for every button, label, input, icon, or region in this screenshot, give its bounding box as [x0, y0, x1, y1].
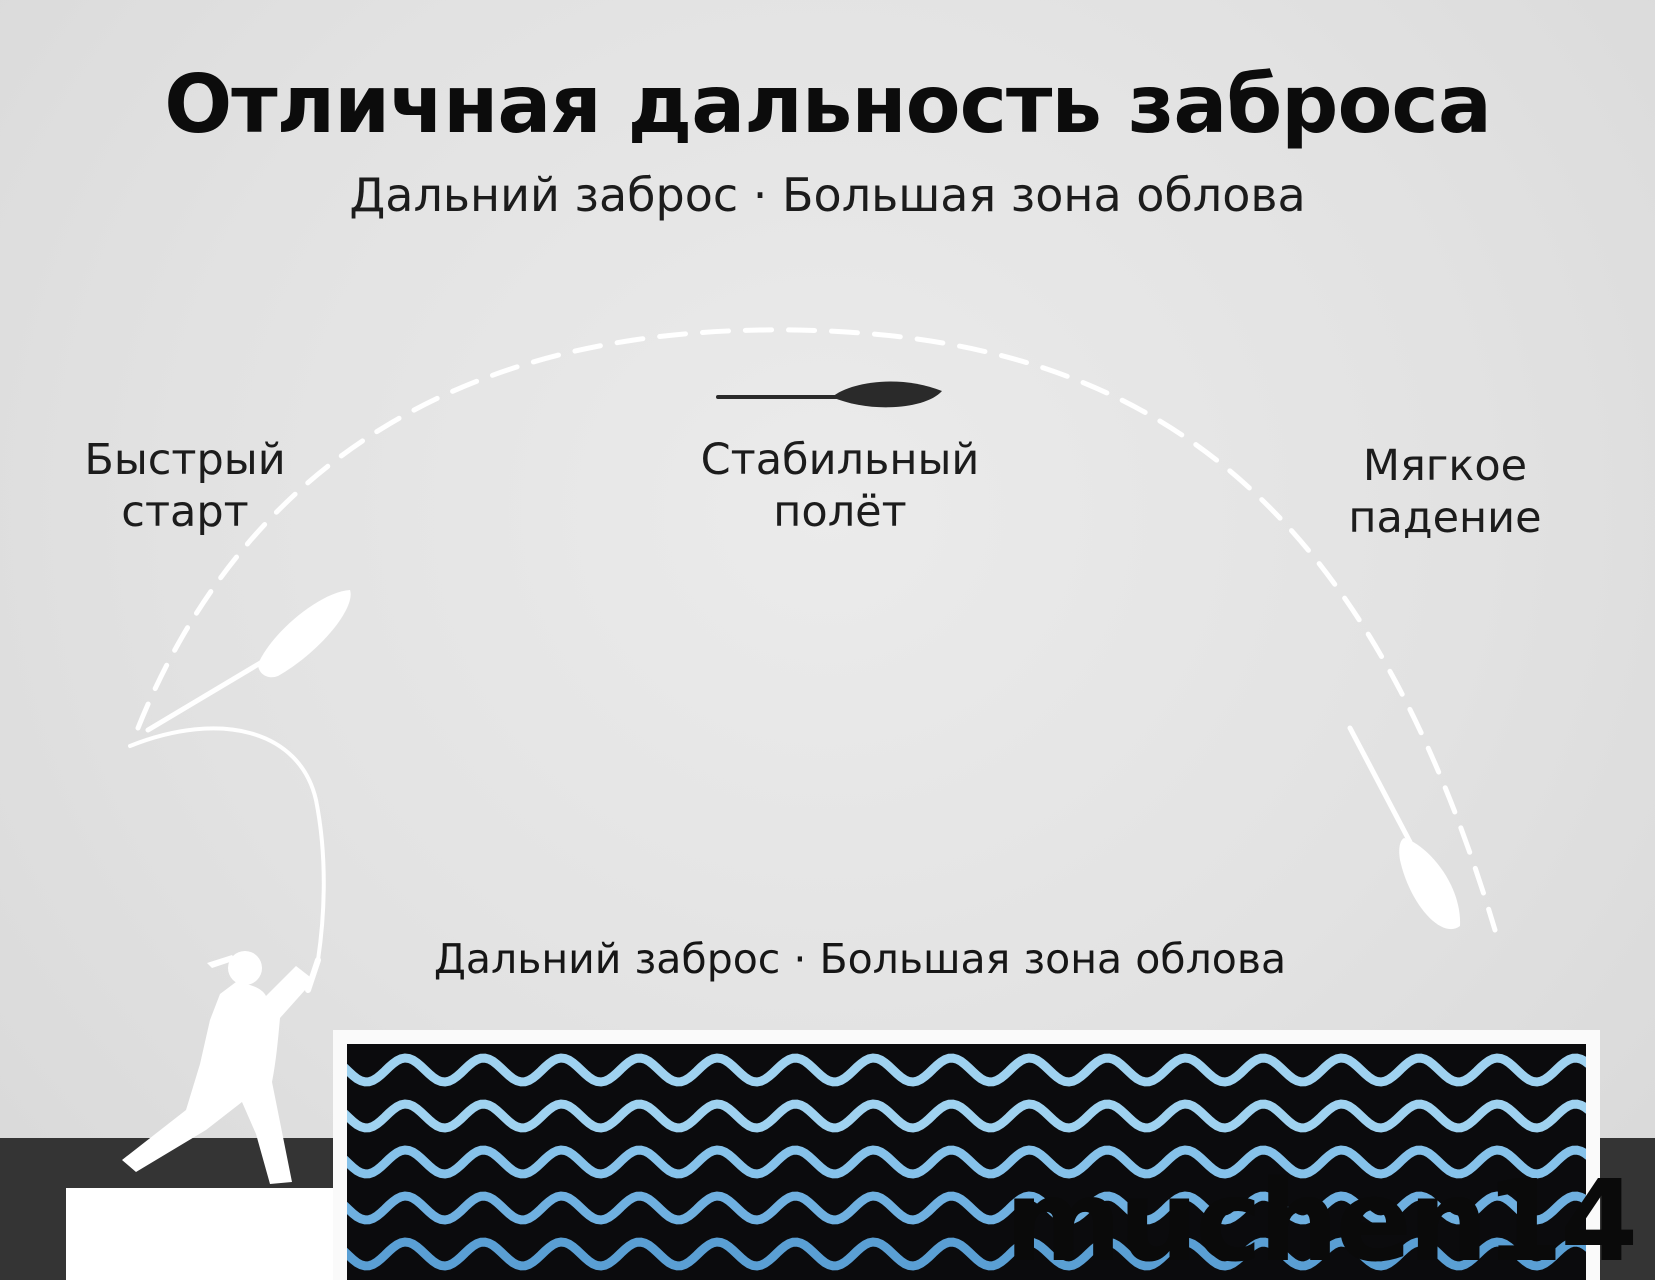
wave-line [347, 1191, 1586, 1225]
page-subtitle: Дальний заброс · Большая зона облова [349, 168, 1306, 222]
lure-landing-icon [1347, 725, 1461, 930]
wave-line [347, 1099, 1586, 1133]
stage-start-line-1: Быстрый [84, 435, 286, 485]
page-title: Отличная дальность заброса [164, 58, 1492, 151]
water-panel [347, 1044, 1586, 1280]
stage-label-landing: Мягкое падение [1300, 440, 1590, 544]
dashed-arc-trajectory [135, 327, 1498, 933]
wave-line [347, 1145, 1586, 1179]
water-waves-icon [347, 1053, 1586, 1271]
stage-label-start: Быстрый старт [70, 434, 300, 538]
stage-landing-line-2: падение [1348, 493, 1542, 543]
lure-launch-icon [145, 590, 351, 733]
watermark: muchen14 [1005, 1157, 1638, 1280]
stage-landing-line-1: Мягкое [1362, 441, 1528, 491]
stage-flight-line-1: Стабильный [700, 435, 980, 485]
angler-platform [66, 1188, 336, 1280]
stage-start-line-2: старт [121, 487, 249, 537]
wave-line [347, 1237, 1586, 1271]
water-caption: Дальний заброс · Большая зона облова [433, 935, 1287, 983]
angler-silhouette-icon [122, 726, 326, 1184]
stage-label-flight: Стабильный полёт [680, 434, 1000, 538]
lure-flight-icon [716, 381, 942, 408]
wave-line [347, 1053, 1586, 1087]
stage-flight-line-2: полёт [773, 487, 907, 537]
